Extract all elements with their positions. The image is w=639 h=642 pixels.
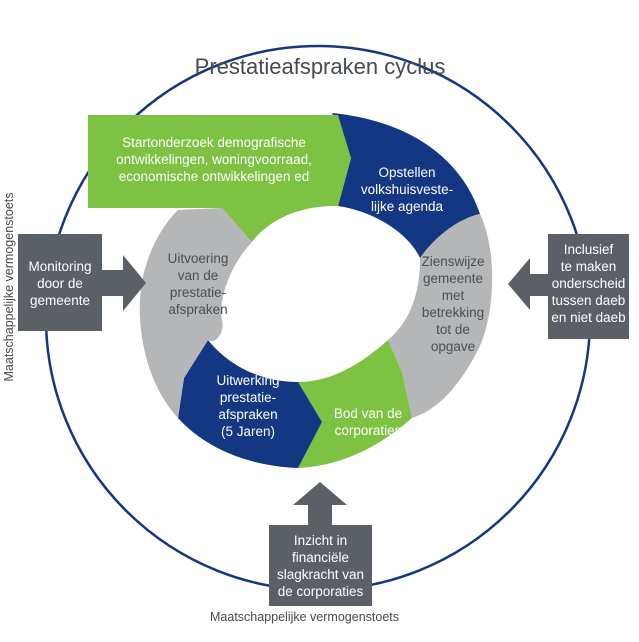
outer-label-bottom: Maatschappelijke vermogenstoets — [210, 610, 399, 624]
arrow-right-icon — [508, 258, 548, 310]
step-bod-label: Bod van de corporaties — [333, 406, 403, 438]
input-box-left — [18, 234, 102, 331]
input-right-label: Inclusief te maken onderscheid tussen da… — [551, 242, 626, 325]
segment-startonderzoek — [88, 115, 351, 242]
step-opstellen-label: Opstellen volkshuisveste- lijke agenda — [360, 165, 454, 214]
step-uitwerking-label: Uitwerking prestatie- afspraken (5 Jaren… — [216, 373, 280, 439]
input-left-label: Monitoring door de gemeente — [28, 259, 92, 308]
arrow-bottom-icon — [293, 482, 347, 525]
input-box-right — [548, 234, 629, 339]
step-startonderzoek-label: Startonderzoek demografische ontwikkelin… — [116, 135, 312, 184]
segment-opstellen — [332, 113, 480, 258]
segment-zienswijze — [388, 214, 493, 418]
outer-label-left: Maatschappelijke vermogenstoets — [2, 192, 16, 382]
step-zienswijze-label: Zienswijze gemeente met betrekking tot d… — [421, 254, 485, 354]
step-uitvoering-label: Uitvoering van de prestatie- afspraken — [167, 251, 229, 317]
input-bottom-label: Inzicht in financiële slagkracht van de … — [276, 533, 365, 599]
segment-uitvoering — [139, 208, 252, 418]
diagram-title: Prestatieafspraken cyclus — [194, 54, 446, 79]
input-box-bottom — [269, 525, 372, 606]
segment-bod — [298, 340, 412, 468]
segment-uitwerking — [178, 340, 322, 468]
arrow-left-icon — [102, 255, 146, 311]
